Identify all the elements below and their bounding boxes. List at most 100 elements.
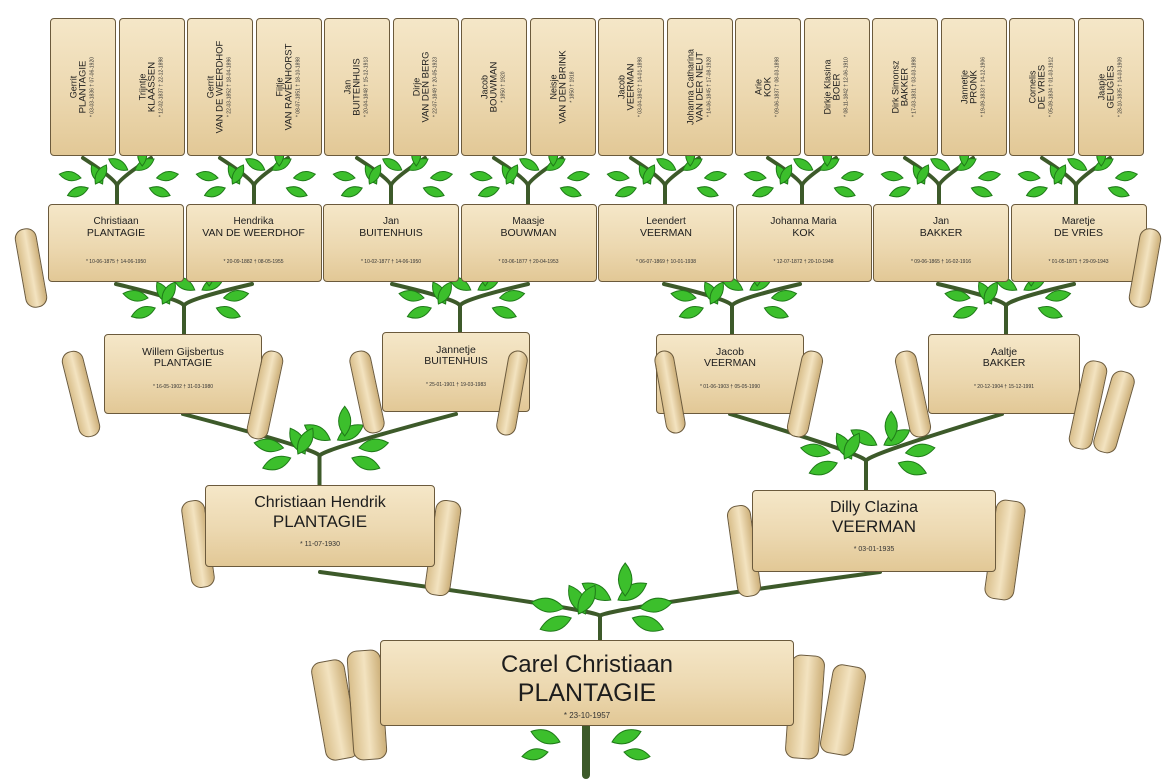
last-name: VAN DEN BERG <box>422 24 432 150</box>
first-name: Leendert <box>599 217 733 228</box>
leaf <box>623 747 651 762</box>
dates: * 1850 † 1920 <box>502 24 507 150</box>
leaf <box>521 747 549 762</box>
last-name: BAKKER <box>929 358 1079 369</box>
first-name: Maretje <box>1012 217 1146 228</box>
last-name: GEUGIES <box>1107 24 1117 150</box>
leaf <box>841 170 864 183</box>
dates: * 22-07-1849 † 20-05-1923 <box>434 24 439 150</box>
dates: * 23-10-1957 <box>381 711 793 720</box>
last-name: VEERMAN <box>753 517 995 537</box>
dates: * 10-06-1875 † 14-06-1950 <box>49 259 183 265</box>
great-grandparent-card: MaasjeBOUWMAN * 03-06-1877 † 20-04-1953 <box>461 204 597 282</box>
leaf <box>406 303 433 321</box>
last-name: VAN DE WEERDHOF <box>216 24 226 150</box>
leaf <box>896 457 928 479</box>
dates: * 08-11-1842 † 12-06-1910 <box>845 24 850 150</box>
last-name: VEERMAN <box>627 24 637 150</box>
leaf <box>517 155 541 174</box>
first-name: Maasje <box>462 217 596 228</box>
dates: * 03-01-1935 <box>753 546 995 553</box>
last-name: VAN DE WEERDHOF <box>187 228 321 239</box>
last-name: VAN RAVENHORST <box>285 24 295 150</box>
leaf <box>59 170 82 183</box>
gg-grandparent-card: GerritVAN DE WEERDHOF* 22-03-1852 † 18-0… <box>187 18 253 156</box>
leaf <box>952 303 979 321</box>
dates: * 09-06-1865 † 16-02-1916 <box>874 259 1008 265</box>
leaf <box>203 184 227 200</box>
last-name: KOK <box>737 228 871 239</box>
great-grandparent-card: HendrikaVAN DE WEERDHOF* 20-09-1882 † 08… <box>186 204 322 282</box>
dates: * 14-06-1845 † 17-08-1928 <box>708 24 713 150</box>
root-person-card: Carel Christiaan PLANTAGIE * 23-10-1957 <box>380 640 794 726</box>
dates: * 01-05-1871 † 29-09-1943 <box>1012 259 1146 265</box>
leaf <box>791 155 815 174</box>
dates: * 28-10-1835 † 14-03-1909 <box>1119 24 1124 150</box>
dates: * 19-09-1833 † 14-12-1906 <box>982 24 987 150</box>
leaf <box>888 184 912 200</box>
leaf <box>696 184 720 200</box>
first-name: Jan <box>874 217 1008 228</box>
leaf <box>530 596 565 615</box>
leaf <box>477 184 501 200</box>
leaf <box>340 184 364 200</box>
leaf <box>763 303 790 321</box>
leaf <box>196 170 219 183</box>
leaf <box>610 726 643 748</box>
dates: * 12-07-1872 † 20-10-1948 <box>737 259 871 265</box>
leaf <box>614 184 638 200</box>
last-name: VEERMAN <box>599 228 733 239</box>
leaf <box>1115 170 1138 183</box>
parent-card-mother: Dilly Clazina VEERMAN * 03-01-1935 <box>752 490 996 572</box>
great-grandparent-card: LeendertVEERMAN* 06-07-1869 † 10-01-1938 <box>598 204 734 282</box>
leaf <box>66 184 90 200</box>
first-name: Johanna Maria <box>737 217 871 228</box>
leaf <box>156 170 179 183</box>
leaf <box>470 170 493 183</box>
great-grandparent-card: JanBUITENHUIS* 10-02-1877 † 14-06-1950 <box>323 204 459 282</box>
first-name: Carel Christiaan <box>381 651 793 679</box>
dates: * 09-06-1837 † 08-03-1898 <box>776 24 781 150</box>
dates: * 1850 † 1918 <box>571 24 576 150</box>
leaf <box>751 184 775 200</box>
last-name: BOUWMAN <box>462 228 596 239</box>
leaf <box>491 303 518 321</box>
leaf <box>928 155 952 174</box>
leaf <box>285 184 309 200</box>
great-grandparent-card: JanBAKKER* 09-06-1865 † 16-02-1916 <box>873 204 1009 282</box>
leaf <box>833 184 857 200</box>
grandparent-card: Willem GijsbertusPLANTAGIE* 16-05-1902 †… <box>104 334 262 414</box>
first-name: Christiaan <box>49 217 183 228</box>
last-name: VAN DER NEUT <box>696 24 706 150</box>
leaf <box>333 170 356 183</box>
leaf <box>261 452 293 474</box>
leaf <box>529 726 562 748</box>
last-name: BOUWMAN <box>490 24 500 150</box>
parent-card-father: Christiaan Hendrik PLANTAGIE * 11-07-193… <box>205 485 435 567</box>
last-name: BUITENHUIS <box>324 228 458 239</box>
leaf <box>1037 303 1064 321</box>
first-name: Christiaan Hendrik <box>206 494 434 512</box>
dates: * 03-03-1836 † 07-06-1920 <box>91 24 96 150</box>
last-name: BAKKER <box>901 24 911 150</box>
gg-grandparent-card: Johanna CatharinaVAN DER NEUT* 14-06-184… <box>667 18 733 156</box>
last-name: BOER <box>833 24 843 150</box>
leaf <box>630 612 666 636</box>
first-name: Dilly Clazina <box>753 499 995 517</box>
last-name: PLANTAGIE <box>105 358 261 369</box>
dates: * 03-06-1877 † 20-04-1953 <box>462 259 596 265</box>
leaf <box>704 170 727 183</box>
last-name: PLANTAGIE <box>79 24 89 150</box>
dates: * 20-12-1904 † 15-12-1991 <box>929 384 1079 390</box>
dates: * 22-03-1852 † 18-04-1896 <box>228 24 233 150</box>
last-name: DE VRIES <box>1038 24 1048 150</box>
leaf <box>1107 184 1131 200</box>
